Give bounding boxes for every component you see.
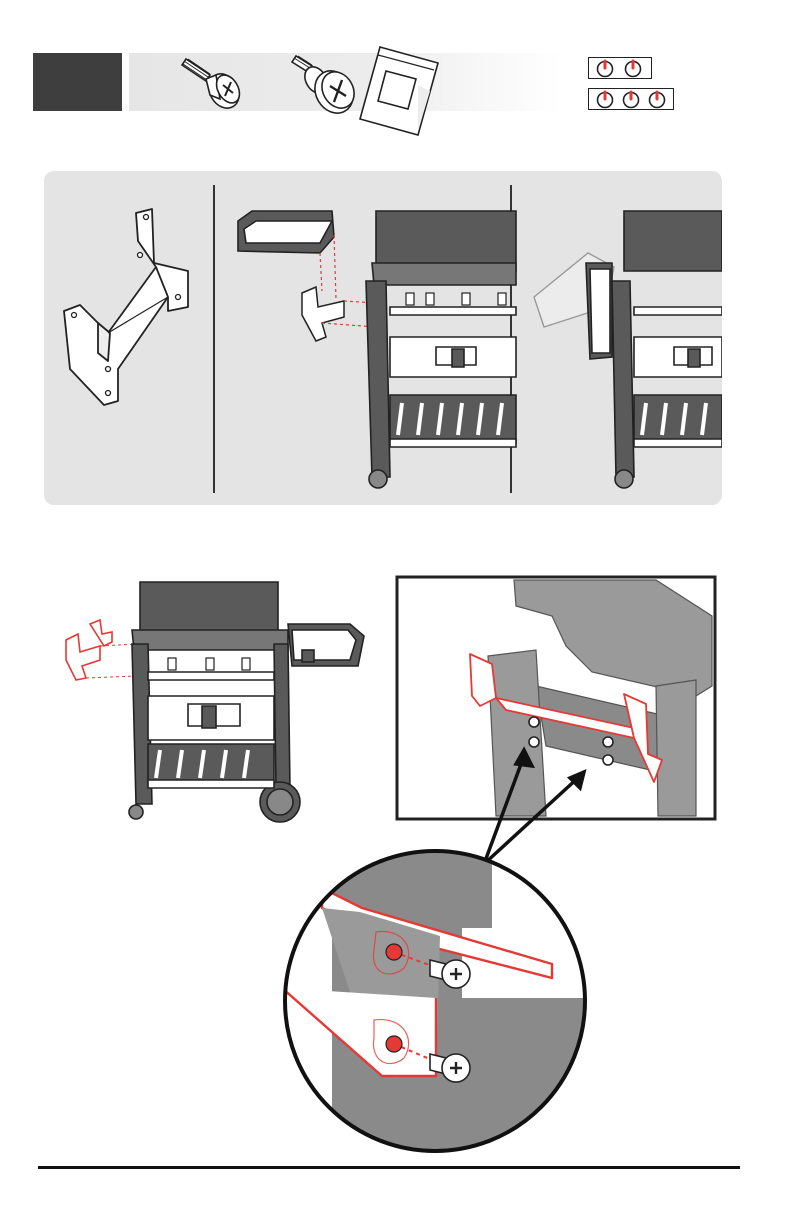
screw-magnifier-illustration: [282, 848, 588, 1154]
grill-bracket-location-illustration: [56, 580, 368, 824]
screw-count-3: [588, 88, 674, 110]
screw-count-icon: [595, 89, 669, 109]
screw-count-icon: [595, 58, 645, 78]
screw-count-2: [588, 57, 652, 79]
footer-rule: [38, 1166, 740, 1169]
step-number-badge: [33, 53, 122, 111]
frame-divider: [213, 185, 215, 493]
shelf-installed-illustration: [528, 207, 722, 497]
bracket-part-illustration: [58, 201, 208, 421]
mount-shelf-illustration: [226, 207, 516, 497]
hardware-bag-icon: [356, 45, 442, 137]
flat-head-screw-icon: [176, 55, 246, 111]
overview-panel: [44, 171, 722, 505]
thumb-screw-icon: [286, 50, 362, 116]
